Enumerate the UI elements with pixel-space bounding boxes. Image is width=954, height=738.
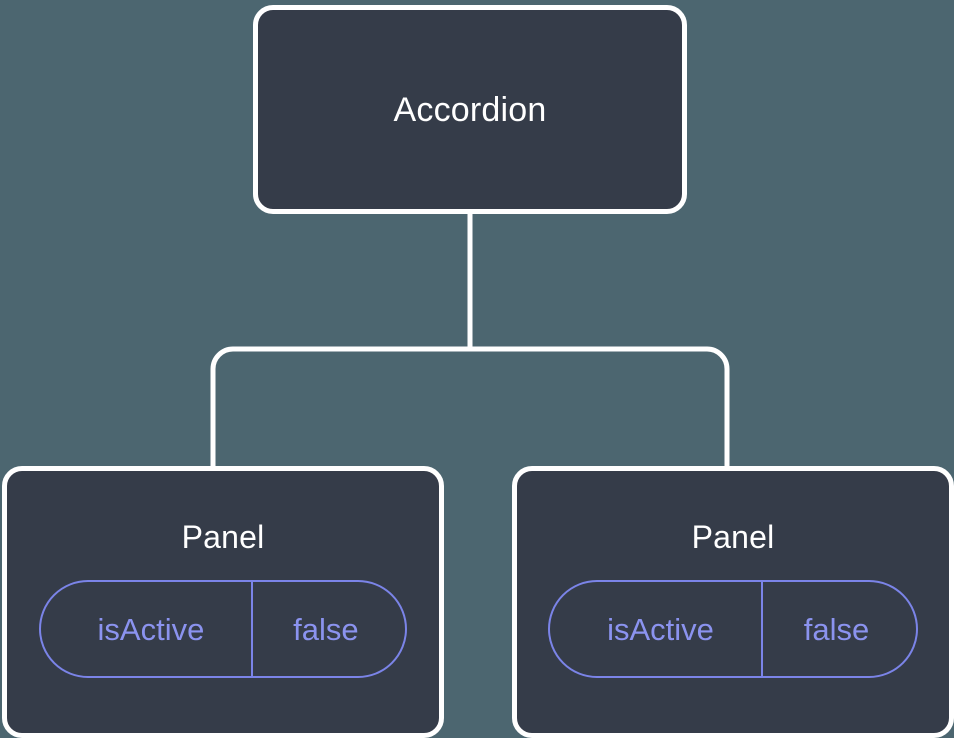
node-panel-1-title: Panel (181, 519, 265, 555)
prop-pill-panel-1[interactable]: isActive false (39, 580, 407, 678)
connector-branch-right (470, 346, 730, 470)
node-accordion-title: Accordion (393, 90, 547, 129)
node-panel-2[interactable]: Panel isActive false (512, 466, 954, 738)
node-panel-2-title: Panel (691, 519, 775, 555)
node-panel-1[interactable]: Panel isActive false (2, 466, 444, 738)
prop-value-isactive-1: false (293, 611, 359, 647)
prop-value-isactive-2: false (803, 611, 870, 647)
node-accordion[interactable]: Accordion (253, 5, 687, 214)
prop-key-isactive-1: isActive (41, 582, 253, 676)
connector-branch-left (210, 346, 470, 470)
prop-key-isactive-2: isActive (550, 582, 763, 676)
prop-pill-panel-2[interactable]: isActive false (548, 580, 918, 678)
